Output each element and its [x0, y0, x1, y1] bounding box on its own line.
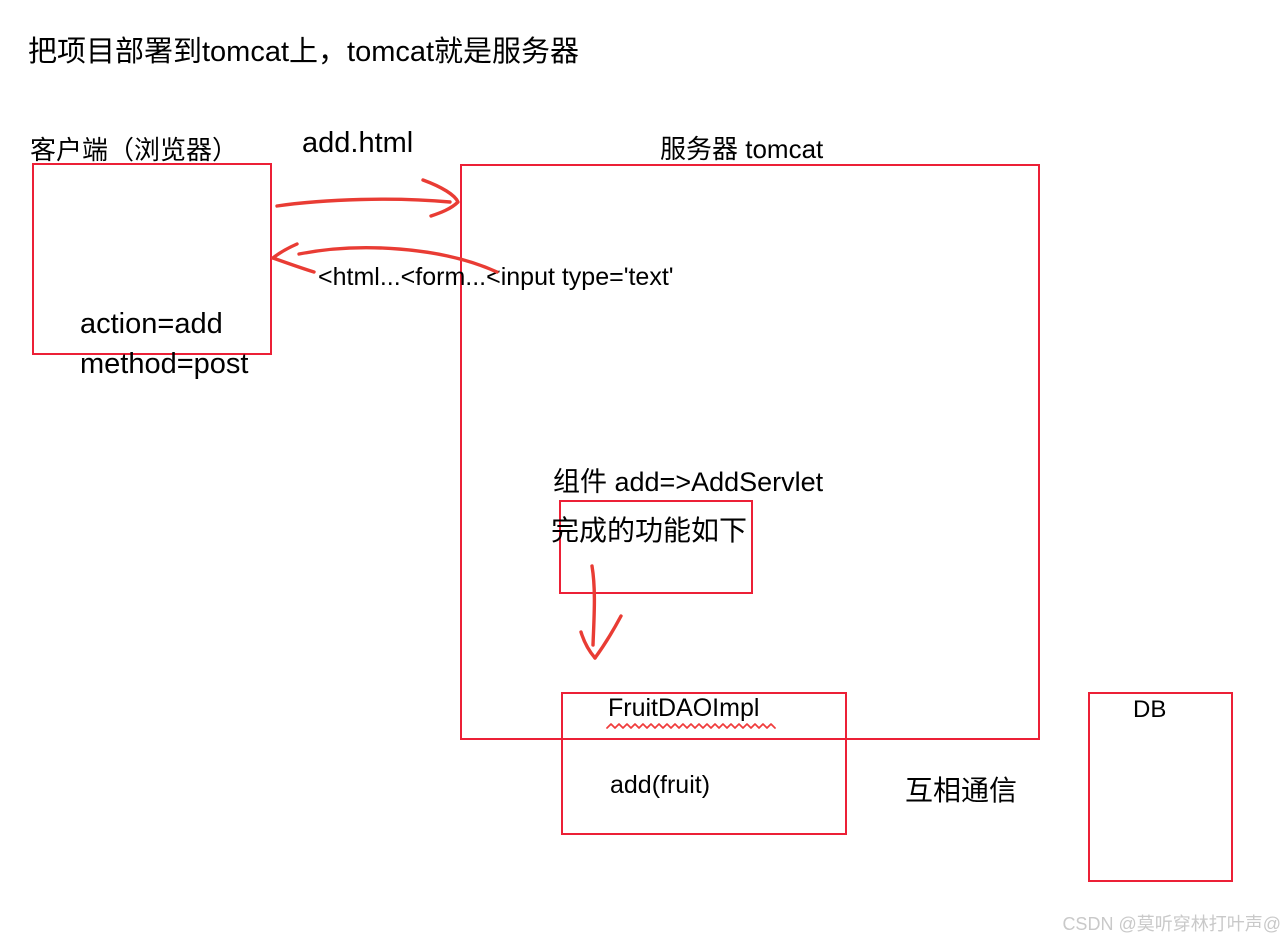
- server-box: [460, 164, 1040, 740]
- client-box: [32, 163, 272, 355]
- dao-method-text: add(fruit): [610, 771, 711, 799]
- function-note-text: 完成的功能如下: [551, 515, 748, 546]
- form-action-text: action=add: [80, 308, 223, 340]
- server-label: 服务器 tomcat: [660, 134, 824, 164]
- request-file-label: add.html: [302, 127, 414, 159]
- client-label: 客户端（浏览器）: [30, 135, 239, 165]
- form-method-text: method=post: [80, 348, 249, 380]
- function-note-box: [559, 500, 753, 594]
- communication-label: 互相通信: [905, 775, 1018, 806]
- servlet-component-text: 组件 add=>AddServlet: [553, 467, 824, 497]
- page-title: 把项目部署到tomcat上，tomcat就是服务器: [28, 36, 580, 68]
- request-arrow-icon: [275, 178, 460, 218]
- response-html-text: <html...<form...<input type='text': [318, 263, 674, 291]
- db-label: DB: [1133, 696, 1167, 723]
- db-box: [1088, 692, 1233, 882]
- watermark: CSDN @莫听穿林打叶声@: [1062, 914, 1281, 934]
- dao-box: [561, 692, 847, 835]
- dao-class-text: FruitDAOImpl: [608, 694, 760, 722]
